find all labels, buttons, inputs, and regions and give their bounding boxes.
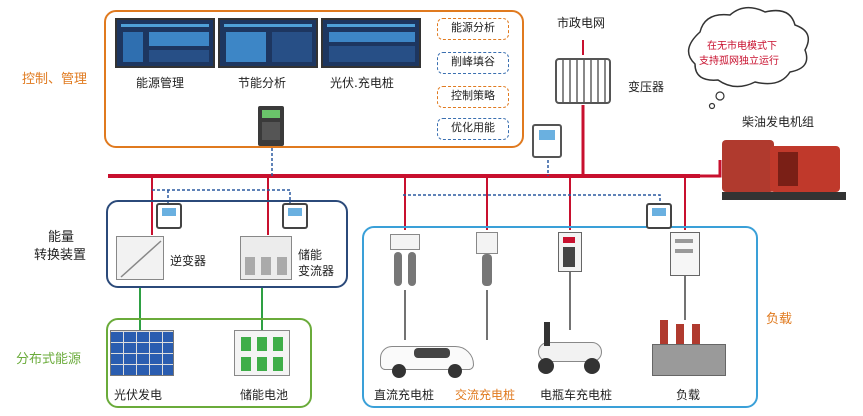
load-box bbox=[362, 226, 758, 408]
ac-charger-icon bbox=[476, 232, 498, 288]
inverter-label: 逆变器 bbox=[170, 254, 207, 268]
conversion-box bbox=[106, 200, 348, 288]
solar-panel-icon bbox=[110, 330, 174, 376]
function-peak-shaving: 削峰填谷 bbox=[437, 52, 509, 74]
diesel-generator-icon bbox=[722, 132, 848, 202]
load-cabinet-icon bbox=[670, 232, 700, 276]
screen-energy-management bbox=[115, 18, 215, 68]
screen-pv-charging bbox=[321, 18, 421, 68]
load-item-load: 负载 bbox=[676, 388, 701, 402]
transformer-icon bbox=[555, 58, 611, 104]
electric-scooter-icon bbox=[534, 318, 608, 376]
meter-icon bbox=[532, 124, 562, 158]
pcs-label-line2: 变流器 bbox=[298, 264, 335, 278]
cloud-text-line1: 在无市电模式下 bbox=[707, 41, 777, 52]
inverter-icon bbox=[116, 236, 164, 280]
pcs-label-line1: 储能 bbox=[298, 248, 323, 262]
pv-label: 光伏发电 bbox=[114, 388, 163, 402]
conversion-label-line1: 能量 bbox=[48, 230, 75, 245]
function-control-strategy: 控制策略 bbox=[437, 86, 509, 108]
electric-car-icon bbox=[380, 334, 476, 378]
cloud-text-line2: 支持孤网独立运行 bbox=[699, 56, 779, 67]
screen-energy-saving bbox=[218, 18, 318, 68]
controller-device-icon bbox=[258, 106, 284, 146]
control-section-label: 控制、管理 bbox=[22, 72, 88, 87]
pcs-icon bbox=[240, 236, 292, 280]
screen-label-energy-saving: 节能分析 bbox=[238, 76, 287, 90]
conversion-label-line2: 转换装置 bbox=[34, 248, 87, 263]
load-item-ac-charger: 交流充电桩 bbox=[455, 388, 516, 402]
distributed-section-label: 分布式能源 bbox=[16, 352, 82, 367]
distributed-energy-box bbox=[106, 318, 312, 408]
meter-icon bbox=[156, 203, 182, 229]
ebike-charger-icon bbox=[558, 232, 582, 272]
meter-icon bbox=[282, 203, 308, 229]
load-item-ebike-charger: 电瓶车充电桩 bbox=[540, 388, 613, 402]
function-optimize-usage: 优化用能 bbox=[437, 118, 509, 140]
battery-label: 储能电池 bbox=[240, 388, 289, 402]
load-section-label: 负载 bbox=[766, 312, 793, 327]
screen-label-energy-management: 能源管理 bbox=[136, 76, 185, 90]
dc-charger-icon bbox=[388, 234, 422, 288]
city-grid-label: 市政电网 bbox=[557, 16, 606, 30]
function-energy-analysis: 能源分析 bbox=[437, 18, 509, 40]
comm-line-right bbox=[403, 194, 661, 205]
battery-icon bbox=[234, 330, 290, 376]
control-management-box bbox=[104, 10, 524, 148]
meter-icon bbox=[646, 203, 672, 229]
generator-feed-line bbox=[700, 160, 722, 178]
transformer-label: 变压器 bbox=[628, 80, 665, 94]
generator-label: 柴油发电机组 bbox=[742, 115, 815, 129]
screen-label-pv-charging: 光伏.充电桩 bbox=[330, 76, 394, 90]
load-item-dc-charger: 直流充电桩 bbox=[374, 388, 435, 402]
factory-icon bbox=[652, 320, 730, 378]
